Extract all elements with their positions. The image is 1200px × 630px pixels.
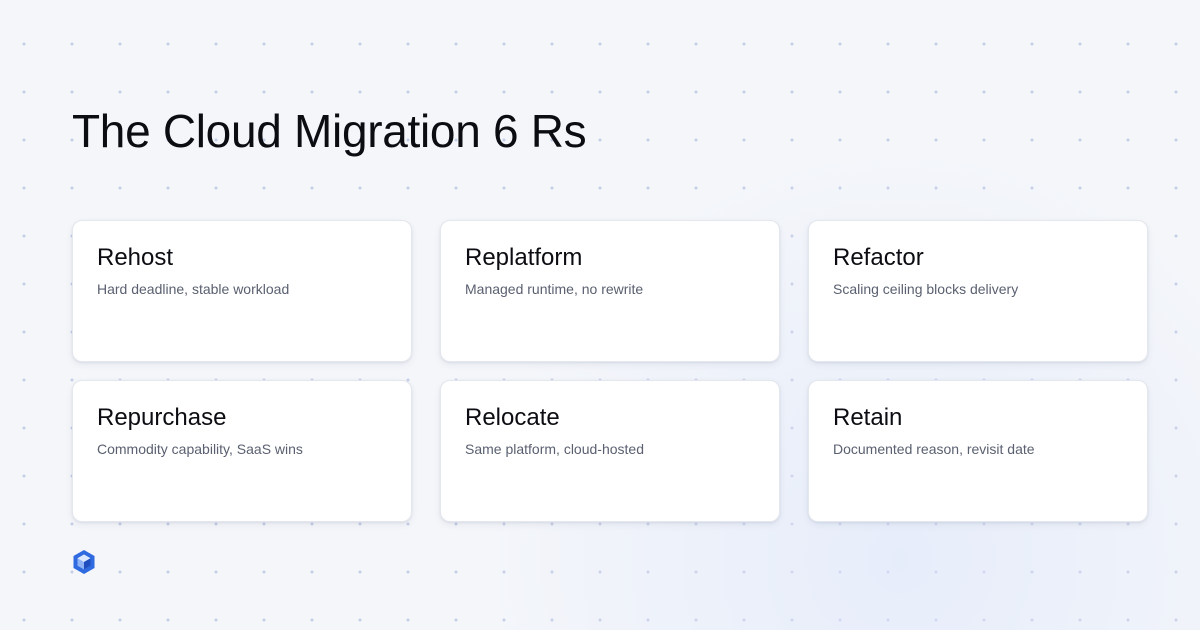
card-description: Same platform, cloud-hosted	[465, 441, 644, 457]
card-description: Scaling ceiling blocks delivery	[833, 281, 1019, 297]
page-title: The Cloud Migration 6 Rs	[72, 105, 587, 157]
card-description: Documented reason, revisit date	[833, 441, 1035, 457]
card-description: Commodity capability, SaaS wins	[97, 441, 303, 457]
card-title: Replatform	[465, 244, 583, 271]
card-title: Rehost	[97, 244, 174, 271]
card-title: Retain	[833, 404, 903, 431]
card-title: Relocate	[465, 404, 560, 431]
card-description: Managed runtime, no rewrite	[465, 281, 644, 297]
card-description: Hard deadline, stable workload	[97, 281, 290, 297]
card-title: Repurchase	[97, 404, 227, 431]
hexagon-brand-logo-icon	[73, 550, 95, 574]
card-repurchase: Repurchase Commodity capability, SaaS wi…	[72, 380, 412, 522]
card-rehost: Rehost Hard deadline, stable workload	[72, 220, 412, 362]
card-replatform: Replatform Managed runtime, no rewrite	[440, 220, 780, 362]
card-refactor: Refactor Scaling ceiling blocks delivery	[808, 220, 1148, 362]
card-retain: Retain Documented reason, revisit date	[808, 380, 1148, 522]
migration-strategy-grid: Rehost Hard deadline, stable workload Re…	[72, 220, 1148, 522]
card-relocate: Relocate Same platform, cloud-hosted	[440, 380, 780, 522]
card-title: Refactor	[833, 244, 924, 271]
